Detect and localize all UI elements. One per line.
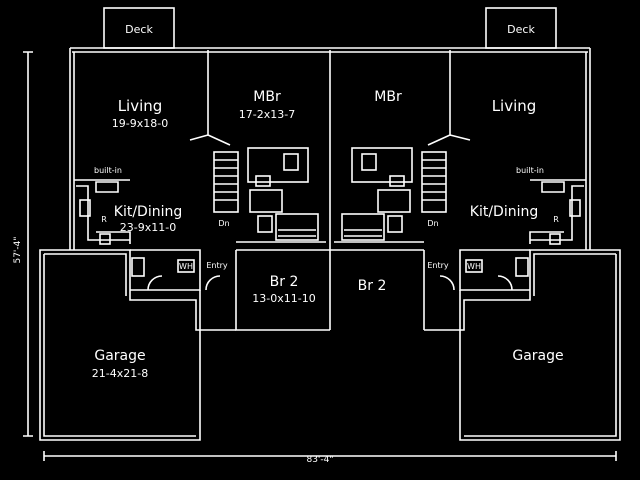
entry-right: Entry <box>427 261 449 270</box>
outer-wall-right <box>585 48 591 250</box>
br2-left-dims: 13-0x11-10 <box>252 292 315 305</box>
outer-wall-left <box>69 48 75 250</box>
mbr-right-name: MBr <box>374 89 402 105</box>
builtin-right: built-in <box>516 166 544 175</box>
garage-right-walls <box>459 249 621 441</box>
living-right-name: Living <box>492 97 537 115</box>
builtin-left: built-in <box>94 166 122 175</box>
wh-right: WH <box>467 262 481 271</box>
wh-left: WH <box>179 262 193 271</box>
deck-left-label: Deck <box>125 23 153 36</box>
garage-left-name: Garage <box>94 348 145 364</box>
br2-left-name: Br 2 <box>270 274 299 290</box>
ref-right: R <box>553 215 559 224</box>
garage-left-walls <box>39 249 201 441</box>
mbr-left-name: MBr <box>253 89 281 105</box>
garage-right-name: Garage <box>512 348 563 364</box>
kitdining-right-name: Kit/Dining <box>470 204 538 220</box>
garage-left-dims: 21-4x21-8 <box>92 367 148 380</box>
plan-lines <box>23 7 621 461</box>
mbr-left-dims: 17-2x13-7 <box>239 108 295 121</box>
br2-right-name: Br 2 <box>358 278 387 294</box>
living-left-dims: 19-9x18-0 <box>112 117 168 130</box>
deck-right-label: Deck <box>507 23 535 36</box>
entry-left: Entry <box>206 261 228 270</box>
dn-left: Dn <box>218 219 229 228</box>
dimension-depth-label: 57'-4" <box>13 236 23 263</box>
living-left-name: Living <box>118 97 163 115</box>
dimension-width-label: 83'-4" <box>306 455 333 465</box>
kitdining-left-dims: 23-9x11-0 <box>120 221 176 234</box>
ref-left: R <box>101 215 107 224</box>
dn-right: Dn <box>427 219 438 228</box>
kitdining-left-name: Kit/Dining <box>114 204 182 220</box>
